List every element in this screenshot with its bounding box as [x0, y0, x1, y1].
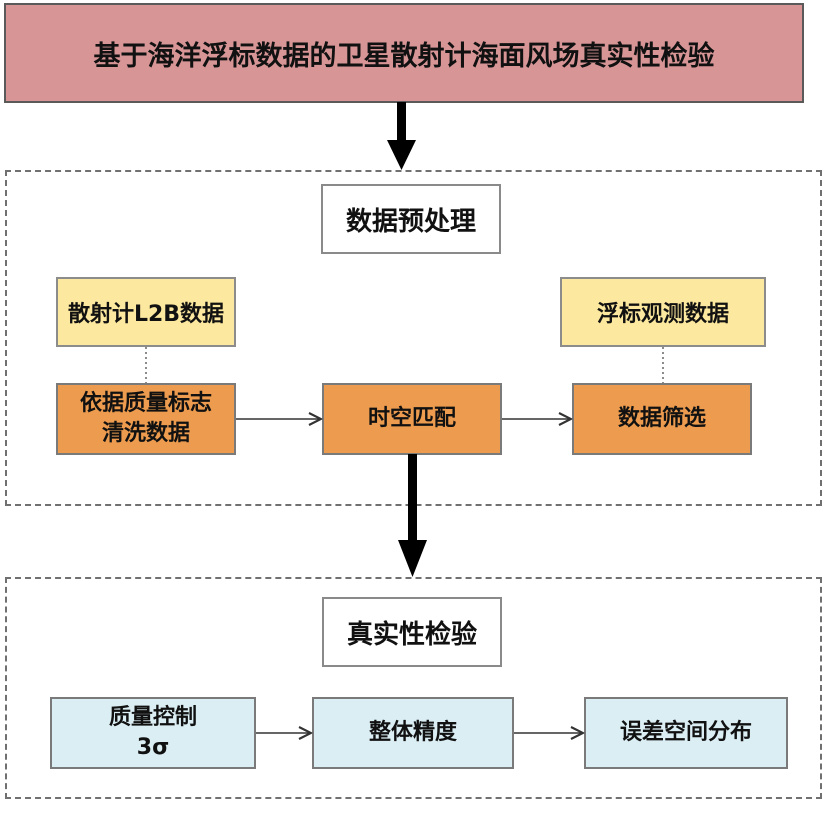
- scatterometer-data-box: 散射计L2B数据: [56, 277, 236, 347]
- preprocess-header-box: 数据预处理: [321, 184, 501, 254]
- quality-control-box: 质量控制 3σ: [50, 697, 256, 769]
- buoy-data-box: 浮标观测数据: [560, 277, 766, 347]
- buoy-data-label: 浮标观测数据: [596, 302, 729, 327]
- quality-control-line1: 质量控制: [108, 705, 197, 731]
- diagram-title-box: 基于海洋浮标数据的卫星散射计海面风场真实性检验: [4, 3, 804, 103]
- overall-accuracy-box: 整体精度: [312, 697, 514, 769]
- diagram-title: 基于海洋浮标数据的卫星散射计海面风场真实性检验: [93, 40, 715, 72]
- data-filter-label: 数据筛选: [617, 406, 706, 432]
- clean-data-line1: 依据质量标志: [79, 391, 212, 417]
- validation-header: 真实性检验: [346, 619, 477, 650]
- quality-control-line2: 3σ: [136, 735, 170, 760]
- clean-data-line2: 清洗数据: [101, 421, 190, 446]
- scatterometer-data-label: 散射计L2B数据: [67, 302, 225, 327]
- validation-section: [5, 577, 822, 799]
- error-distribution-box: 误差空间分布: [584, 697, 788, 769]
- data-filter-box: 数据筛选: [572, 383, 752, 455]
- spatiotemporal-match-label: 时空匹配: [367, 406, 456, 432]
- arrow-preprocess-to-validation: [398, 454, 427, 577]
- arrow-title-to-preprocess: [387, 102, 416, 170]
- overall-accuracy-label: 整体精度: [368, 720, 457, 746]
- validation-header-box: 真实性检验: [322, 597, 502, 667]
- error-distribution-label: 误差空间分布: [619, 720, 752, 746]
- clean-data-box: 依据质量标志 清洗数据: [56, 383, 236, 455]
- preprocess-header: 数据预处理: [345, 206, 476, 237]
